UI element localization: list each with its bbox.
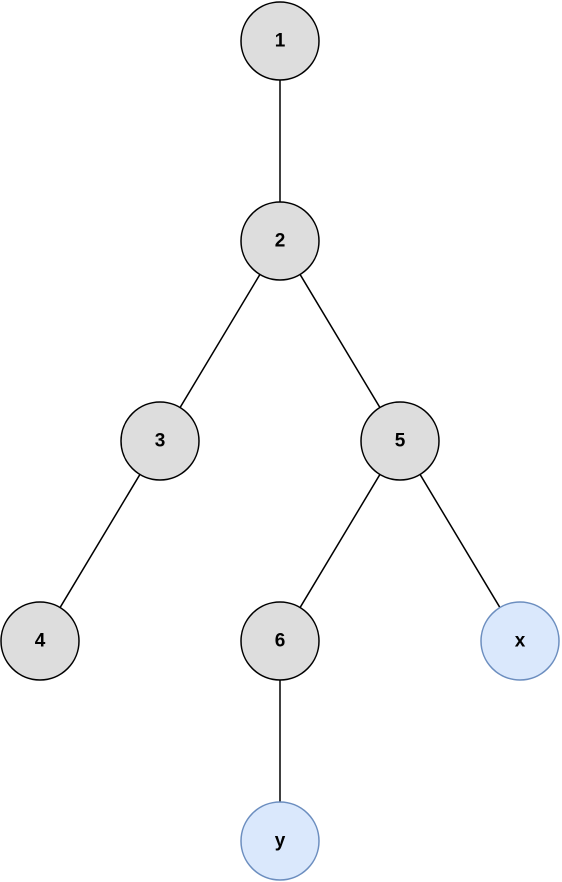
node-label: 2 <box>275 231 286 252</box>
node-circle <box>240 601 320 681</box>
tree-node-n4: 4 <box>0 601 80 681</box>
node-circle <box>360 401 440 481</box>
tree-node-ny: y <box>240 801 320 881</box>
node-label: 5 <box>395 431 406 452</box>
node-circle <box>120 401 200 481</box>
tree-node-n6: 6 <box>240 601 320 681</box>
edge-n3-n4 <box>59 474 141 608</box>
node-label: 6 <box>275 631 286 652</box>
node-label: 1 <box>275 31 286 52</box>
node-label: 3 <box>155 431 166 452</box>
tree-node-n5: 5 <box>360 401 440 481</box>
edge-n5-nx <box>419 474 501 608</box>
node-label: x <box>515 631 526 652</box>
tree-node-n1: 1 <box>240 1 320 81</box>
node-circle <box>240 201 320 281</box>
node-circle <box>240 1 320 81</box>
edge-n2-n5 <box>299 274 381 408</box>
tree-node-nx: x <box>480 601 560 681</box>
node-label: y <box>275 831 286 852</box>
node-circle <box>240 801 320 881</box>
node-circle <box>480 601 560 681</box>
node-circle <box>0 601 80 681</box>
edges-layer <box>59 80 501 802</box>
node-label: 4 <box>35 631 46 652</box>
edge-n5-n6 <box>299 474 381 608</box>
edge-n2-n3 <box>179 274 261 408</box>
tree-node-n2: 2 <box>240 201 320 281</box>
tree-node-n3: 3 <box>120 401 200 481</box>
